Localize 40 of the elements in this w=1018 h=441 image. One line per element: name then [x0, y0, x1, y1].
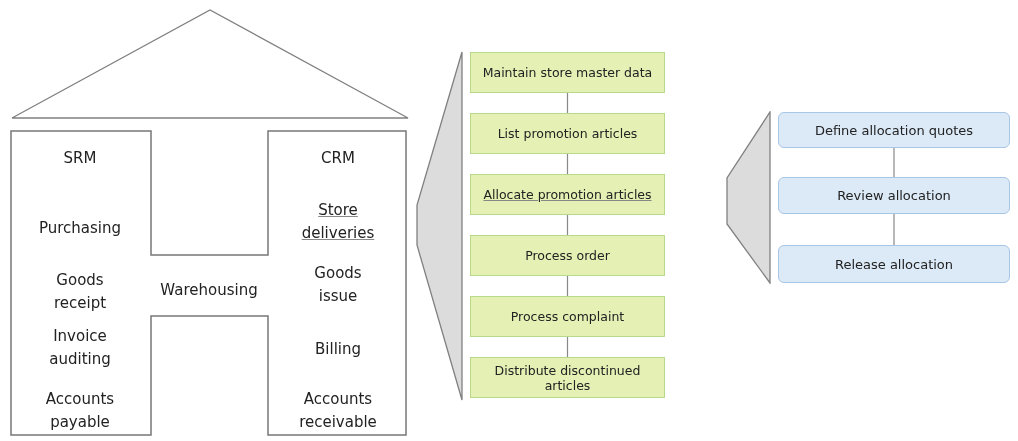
connector-line	[566, 336, 569, 358]
connector-line	[566, 214, 569, 236]
step-label: Review allocation	[837, 188, 951, 203]
step-label: Distribute discontinued articles	[493, 362, 642, 393]
step-label: Maintain store master data	[482, 65, 653, 80]
connector-line	[893, 213, 895, 246]
process-box	[470, 52, 665, 93]
column-heading: CRM	[320, 147, 356, 169]
function-label: Invoice auditing	[48, 326, 112, 370]
function-label: Goods issue	[313, 263, 363, 307]
step-label: Process complaint	[510, 309, 625, 324]
zoom-wedge	[416, 51, 463, 401]
process-box	[470, 235, 665, 276]
function-label: Warehousing	[159, 279, 259, 301]
roof-outline	[11, 9, 409, 119]
connector-line	[566, 92, 569, 114]
column-heading: SRM	[62, 147, 98, 169]
process-box	[470, 113, 665, 154]
process-box	[778, 177, 1010, 214]
step-label: Allocate promotion articles	[483, 187, 652, 202]
step-label: Release allocation	[834, 256, 954, 272]
connector-line	[566, 275, 569, 297]
function-label: Accounts receivable	[298, 389, 378, 433]
function-label: Billing	[314, 338, 362, 360]
process-box	[470, 296, 665, 337]
function-label: Purchasing	[37, 217, 123, 239]
connector-line	[893, 147, 895, 178]
zoom-wedge	[726, 111, 771, 284]
connector-line	[566, 153, 569, 175]
process-box	[778, 112, 1010, 148]
process-box	[778, 245, 1010, 283]
step-label: List promotion articles	[497, 126, 638, 141]
function-label: Accounts payable	[44, 389, 116, 433]
function-label: Goods receipt	[52, 270, 108, 314]
house-body	[10, 130, 407, 436]
process-box	[470, 174, 665, 215]
function-label: Store deliveries	[300, 200, 376, 244]
step-label: Process order	[525, 248, 610, 263]
step-label: Define allocation quotes	[814, 122, 974, 138]
process-box	[470, 357, 665, 398]
